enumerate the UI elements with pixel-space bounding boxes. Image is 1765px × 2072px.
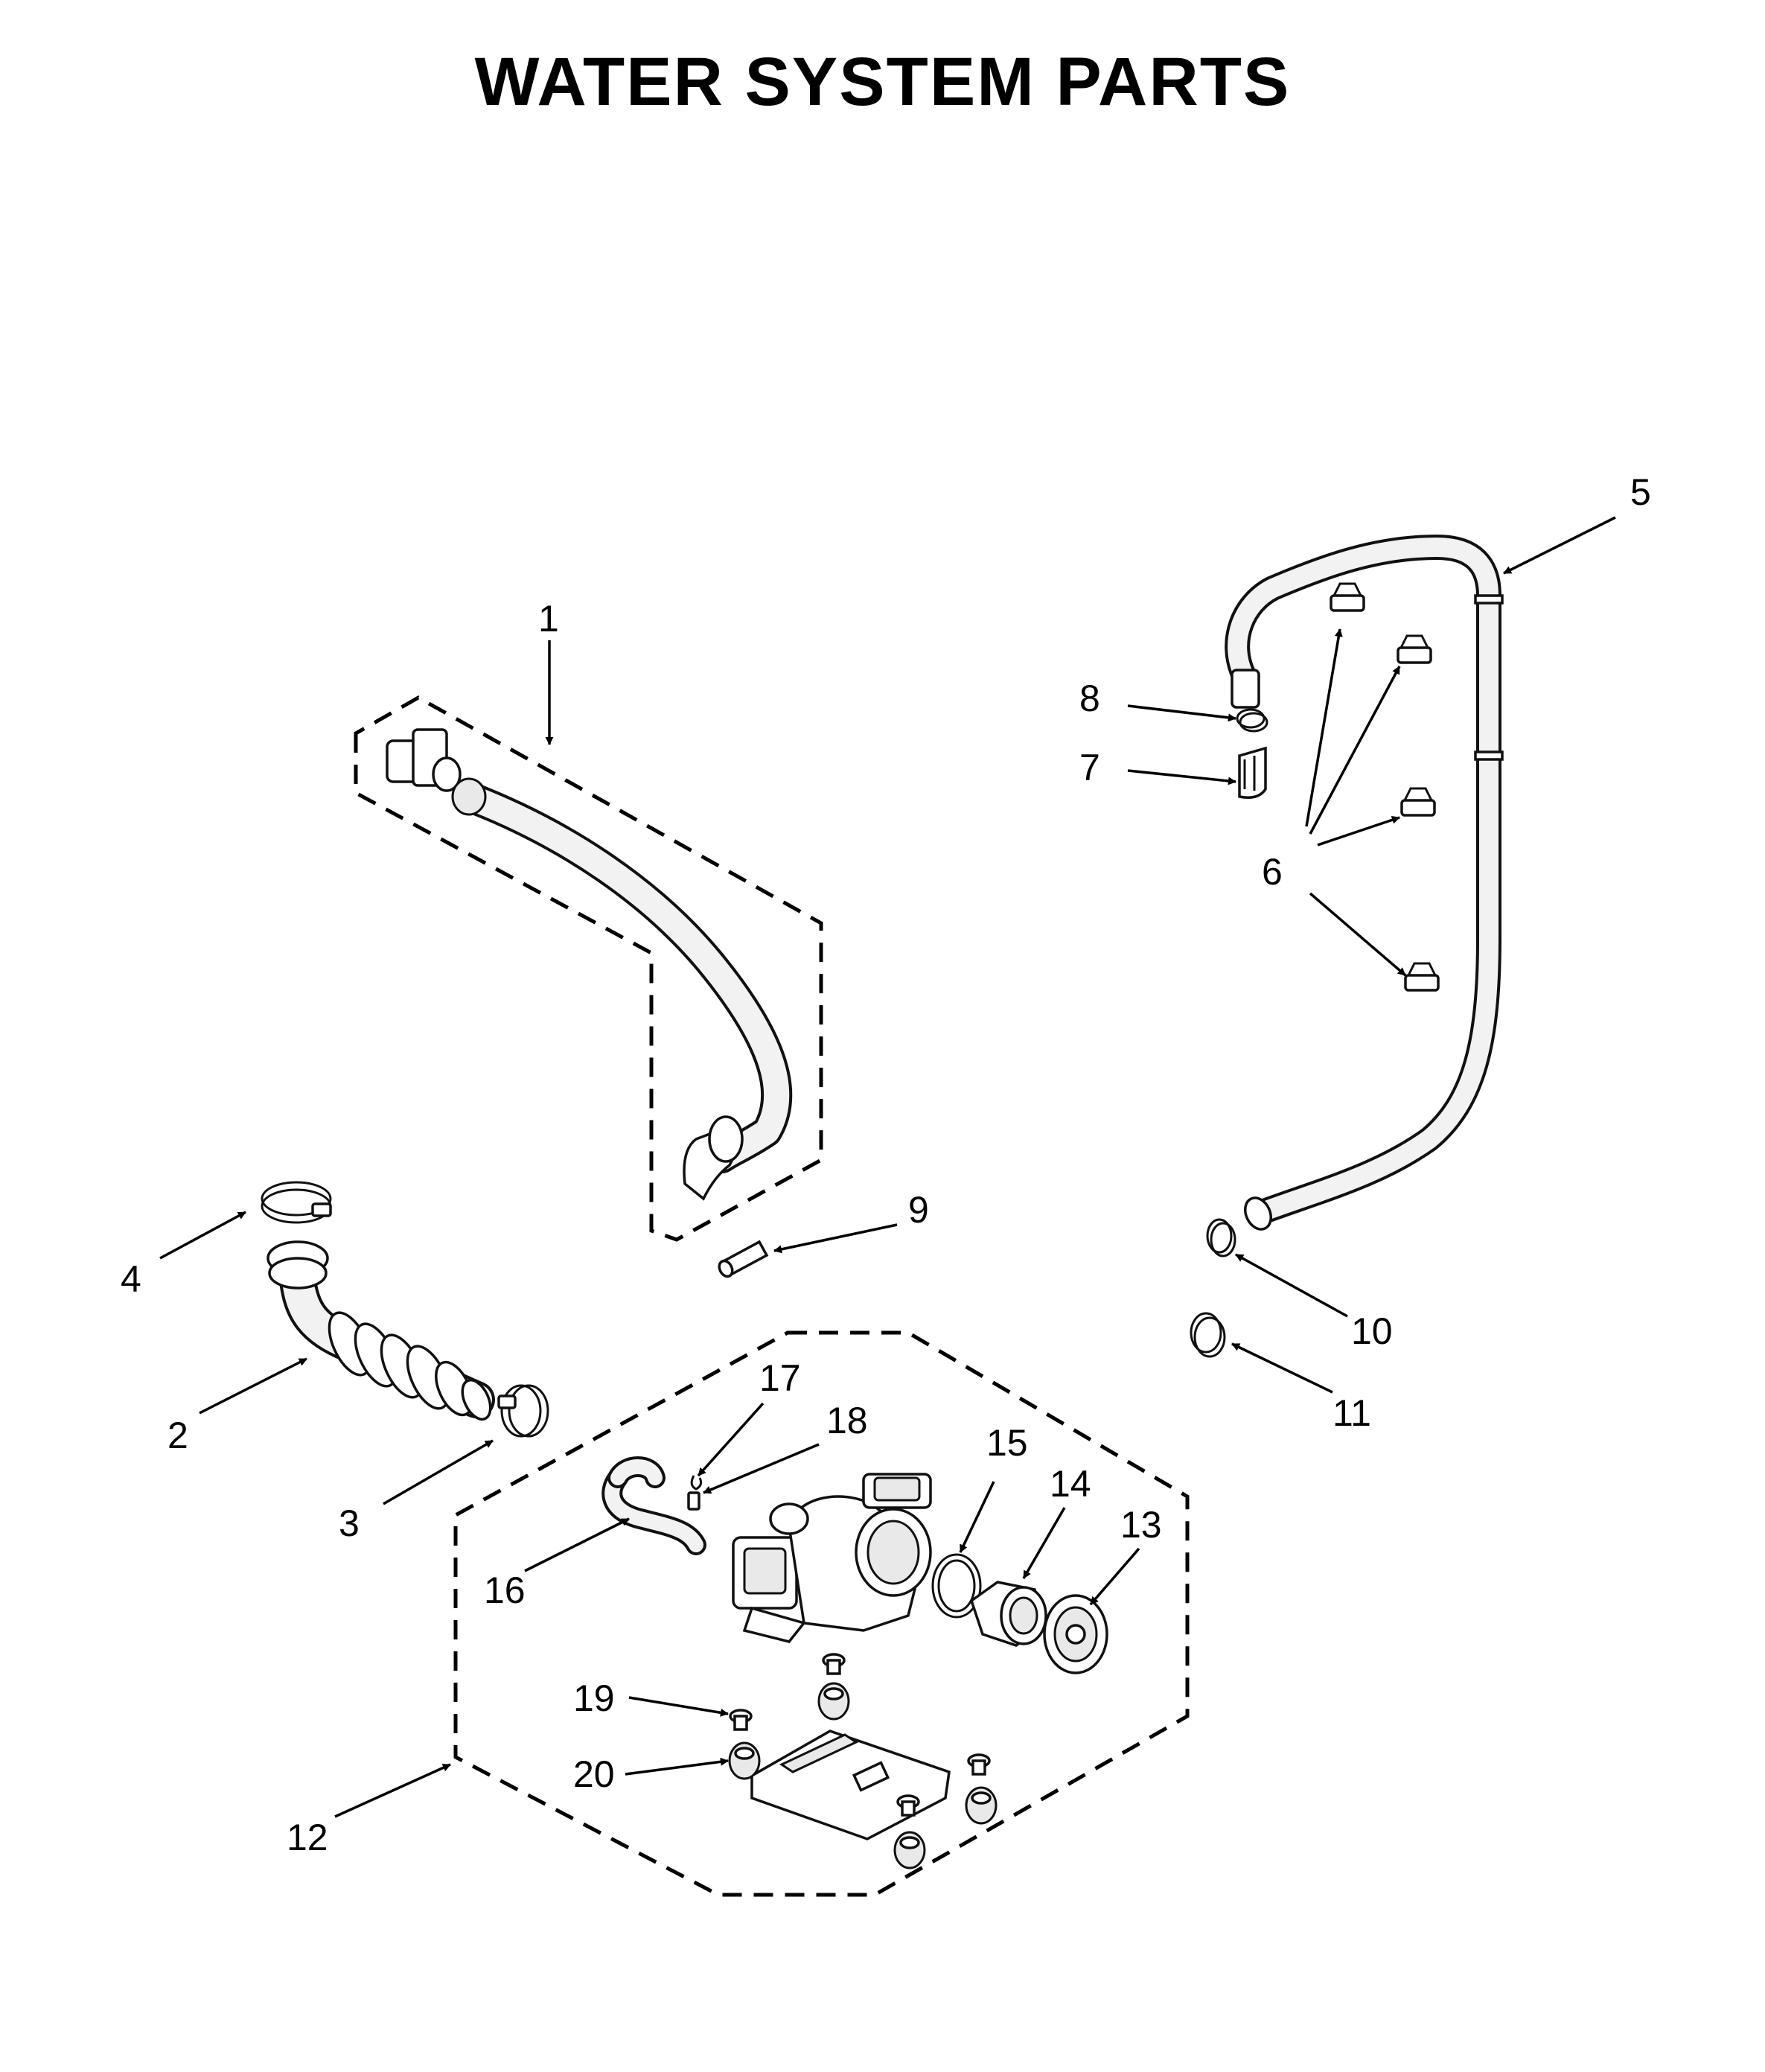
callout-6: 6 bbox=[1262, 851, 1283, 893]
leader-lines bbox=[159, 516, 1616, 1818]
callout-labels: 1 2 3 4 5 6 7 8 9 10 11 12 13 14 15 16 1… bbox=[121, 471, 1651, 1858]
part-4-clamp bbox=[261, 1181, 332, 1224]
callout-8: 8 bbox=[1079, 678, 1100, 719]
pump-bracket bbox=[750, 1730, 951, 1840]
callout-13: 13 bbox=[1120, 1504, 1162, 1546]
part-19-screws bbox=[729, 1653, 991, 1817]
callout-20: 20 bbox=[573, 1753, 615, 1795]
part-3-clamp bbox=[497, 1384, 549, 1438]
part-1-dashed-outline bbox=[354, 695, 823, 1242]
part-6-clips bbox=[1330, 582, 1440, 992]
callout-1: 1 bbox=[538, 598, 559, 640]
part-2-bellows bbox=[328, 1311, 492, 1421]
part-12-pump-group bbox=[453, 1330, 1190, 1897]
part-15-o-ring bbox=[931, 1553, 982, 1619]
callout-3: 3 bbox=[339, 1502, 360, 1544]
callout-10: 10 bbox=[1351, 1310, 1393, 1352]
part-20-grommets bbox=[728, 1682, 998, 1869]
callout-4: 4 bbox=[121, 1258, 141, 1300]
callout-5: 5 bbox=[1630, 471, 1651, 513]
part-17-clip bbox=[690, 1475, 703, 1491]
callout-16: 16 bbox=[484, 1569, 526, 1611]
part-5-drain-hose bbox=[1225, 535, 1504, 1231]
callout-11: 11 bbox=[1332, 1392, 1371, 1434]
callout-17: 17 bbox=[759, 1357, 801, 1399]
part-10-clamp bbox=[1206, 1218, 1236, 1257]
part-12-dashed-outline bbox=[453, 1330, 1190, 1897]
callout-7: 7 bbox=[1079, 747, 1100, 788]
callout-12: 12 bbox=[287, 1817, 328, 1858]
part-8-clamp bbox=[1236, 708, 1268, 733]
part-1-connector-fitting bbox=[386, 728, 487, 816]
part-1-elbow-end bbox=[683, 1115, 744, 1201]
part-14-filter bbox=[969, 1581, 1047, 1647]
callout-19: 19 bbox=[573, 1677, 615, 1719]
callout-9: 9 bbox=[908, 1189, 929, 1231]
part-16-small-hose bbox=[601, 1456, 706, 1555]
diagram-title: WATER SYSTEM PARTS bbox=[474, 44, 1291, 120]
part-13-filter-cap bbox=[1043, 1594, 1108, 1674]
callout-2: 2 bbox=[167, 1415, 188, 1456]
part-1-hose-group bbox=[354, 695, 823, 1242]
part-7-adapter bbox=[1238, 746, 1267, 799]
part-18-clamp bbox=[687, 1491, 700, 1511]
part-2-tub-hose bbox=[266, 1240, 495, 1421]
callout-15: 15 bbox=[986, 1422, 1028, 1464]
callout-14: 14 bbox=[1050, 1463, 1091, 1505]
pump-body bbox=[732, 1473, 932, 1643]
part-11-clamp bbox=[1190, 1312, 1226, 1358]
part-9-pin bbox=[718, 1240, 769, 1278]
callout-18: 18 bbox=[826, 1400, 868, 1441]
